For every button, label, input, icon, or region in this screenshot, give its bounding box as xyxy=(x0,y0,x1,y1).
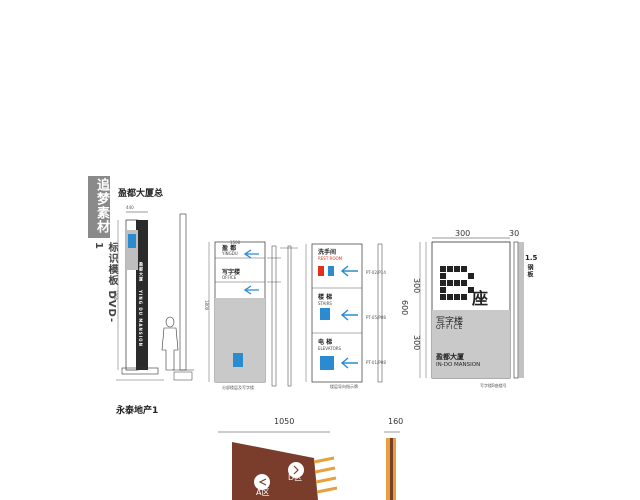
section1-title: 盈都大厦总 xyxy=(118,189,164,199)
panel-b-note3: PT-01/P08 xyxy=(366,360,386,365)
side-tab-light xyxy=(88,238,110,326)
side-tab: 追梦素材 标识模板 DVD-1 xyxy=(88,176,117,326)
panel-c-en: OFFICE xyxy=(436,324,464,331)
panel-c-bottom-cn: 盈都大厦 xyxy=(436,353,464,361)
totem-note-en: YING DU MANSION xyxy=(138,290,143,347)
section2-title: 永泰地产1 xyxy=(116,406,159,416)
panel-b-item1-en: REST ROOM xyxy=(318,256,343,261)
panel-a-drawing xyxy=(208,241,281,383)
mid-strips xyxy=(271,245,298,387)
panel-b-note1: PT-02/P14 xyxy=(366,270,386,275)
panel-c-dim-depth: 30 xyxy=(509,229,520,238)
panel-a-item2-cn: 写字楼 xyxy=(222,269,241,276)
side-tab-subtitle: 标识模板 DVD-1 xyxy=(93,242,117,324)
panel-a-dim-top: 1500 xyxy=(230,240,241,245)
panel-a-caption: 分部楼层及写字楼 xyxy=(222,385,254,390)
totem-dim-height: 1800 xyxy=(113,290,118,301)
panel-a-item2-en: OFFICE xyxy=(222,275,237,280)
panel-c-thickness: 1.5 xyxy=(525,254,538,262)
totem-drawing xyxy=(116,211,194,381)
panel-c-dim-width: 300 xyxy=(455,229,471,238)
panel-c-zuo: 座 xyxy=(472,289,489,308)
panel-d-drawing xyxy=(218,431,400,500)
panel-c-dim-height: 600 xyxy=(400,300,409,316)
panel-d-zone-d: D区 xyxy=(288,473,303,482)
panel-b-item3-cn: 电 梯 xyxy=(318,339,333,346)
panel-d-dim-depth: 160 xyxy=(388,417,404,426)
panel-b-drawing xyxy=(305,243,383,383)
panel-b-note2: PT-05/P08 xyxy=(366,315,386,320)
panel-b-item2-en: STAIRS xyxy=(318,301,332,306)
panel-d-dim-width: 1050 xyxy=(274,417,295,426)
panel-c-thickness-unit: 钢板 xyxy=(526,264,533,278)
panel-a-item1-en: YINGDU xyxy=(222,251,238,256)
panel-c-bottom-en: IN-DO MANSION xyxy=(436,362,481,368)
side-tab-title: 追梦素材 xyxy=(94,178,109,234)
panel-b-item2-cn: 楼 梯 xyxy=(318,294,333,301)
panel-a-item1-cn: 盈 都 xyxy=(222,245,237,252)
panel-c-caption: 写字楼B座楼号 xyxy=(480,383,507,388)
totem-dim-width: 440 xyxy=(126,205,134,210)
panel-c-drawing xyxy=(419,237,524,379)
panel-d-zone-a: A区 xyxy=(256,488,270,497)
panel-b-item3-en: ELEVATORS xyxy=(318,346,342,351)
panel-b-item1-cn: 洗手间 xyxy=(318,249,337,256)
panel-c-dim-bottom: 300 xyxy=(412,335,421,351)
panel-a-dim-side: 1800 xyxy=(204,300,209,311)
totem-note-cn: 盈都大厦 xyxy=(139,262,144,282)
side-tab-dark xyxy=(88,176,110,238)
panel-c-cn: 写字楼 xyxy=(436,317,464,327)
panel-c-dim-top: 300 xyxy=(412,278,421,294)
panel-b-caption: 楼层导向指示牌 xyxy=(330,384,358,389)
